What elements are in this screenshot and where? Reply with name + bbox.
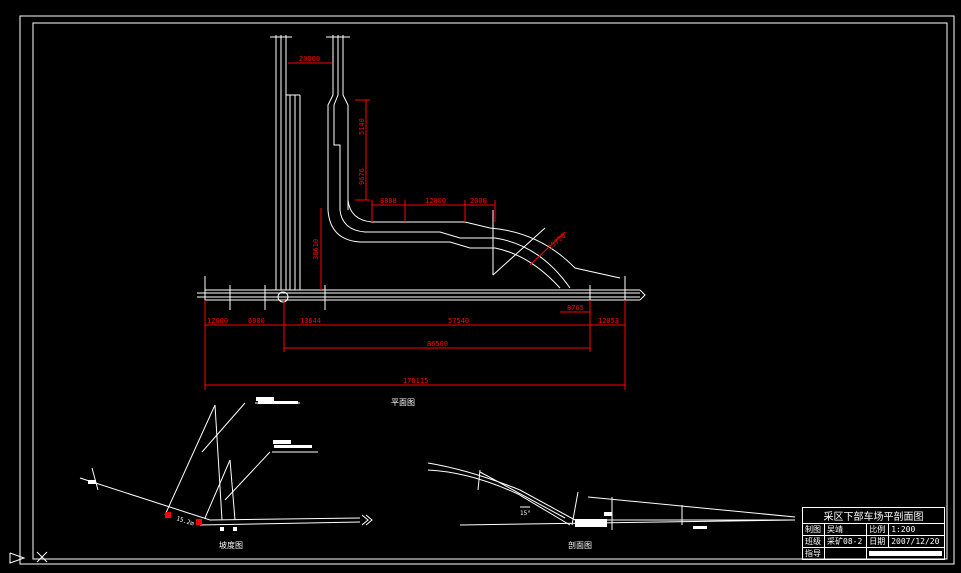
plan-dimension-text: 20000 5140 9676 8088 12000 2000 15720 38… — [207, 55, 619, 385]
plan-dimensions — [204, 62, 626, 390]
section-caption: 剖面图 — [568, 540, 592, 550]
tb-cell: 指导 — [801, 547, 826, 560]
plan-view — [197, 35, 646, 310]
slope-caption: 坡度图 — [219, 540, 243, 550]
section-angle: 15° — [520, 510, 531, 517]
dim-bottom-3: 13644 — [300, 317, 321, 325]
dim-mid-3: 2000 — [470, 197, 487, 205]
tb-cell: 1:200 — [888, 523, 945, 536]
tb-cell — [824, 547, 868, 560]
section-marks — [575, 512, 707, 529]
dim-bottom-1: 12000 — [207, 317, 228, 325]
dim-right-1: 5140 — [358, 118, 366, 135]
dim-bottom-5: 8765 — [567, 304, 584, 312]
dim-mid-2: 12000 — [425, 197, 446, 205]
dim-incline: 15720 — [546, 232, 567, 252]
dim-left-vertical: 38610 — [312, 239, 320, 260]
dim-total-mid: 86500 — [427, 340, 448, 348]
tb-cell: 比例 — [866, 523, 890, 536]
tb-cell: 2007/12/20 — [888, 535, 945, 548]
dim-bottom-6: 12053 — [598, 317, 619, 325]
dim-top: 20000 — [299, 55, 320, 63]
dim-right-2: 9676 — [358, 168, 366, 185]
dim-bottom-4: 57540 — [448, 317, 469, 325]
slope-marks — [88, 397, 312, 531]
tb-cell: 班级 — [801, 535, 826, 548]
ucs-icon — [9, 551, 48, 564]
tb-cell: 日期 — [866, 535, 890, 548]
dim-bottom-2: 6000 — [248, 317, 265, 325]
tb-cell: 吴靖 — [824, 523, 868, 536]
inner-frame — [32, 22, 948, 560]
tb-cell — [866, 547, 945, 560]
title-block: 采区下部车场平剖面图 制图 吴靖 比例 1:200 班级 采矿08-2 日期 2… — [801, 507, 945, 560]
outer-frame — [19, 15, 955, 565]
dim-mid-1: 8088 — [380, 197, 397, 205]
dim-total-all: 170115 — [403, 377, 428, 385]
plan-caption: 平面图 — [391, 398, 415, 407]
tb-cell: 采矿08-2 — [824, 535, 868, 548]
tb-cell: 制图 — [801, 523, 826, 536]
slope-length: 15.2m — [175, 515, 195, 527]
title-block-title: 采区下部车场平剖面图 — [802, 507, 945, 524]
section-view — [427, 462, 796, 530]
slope-view — [79, 402, 373, 526]
